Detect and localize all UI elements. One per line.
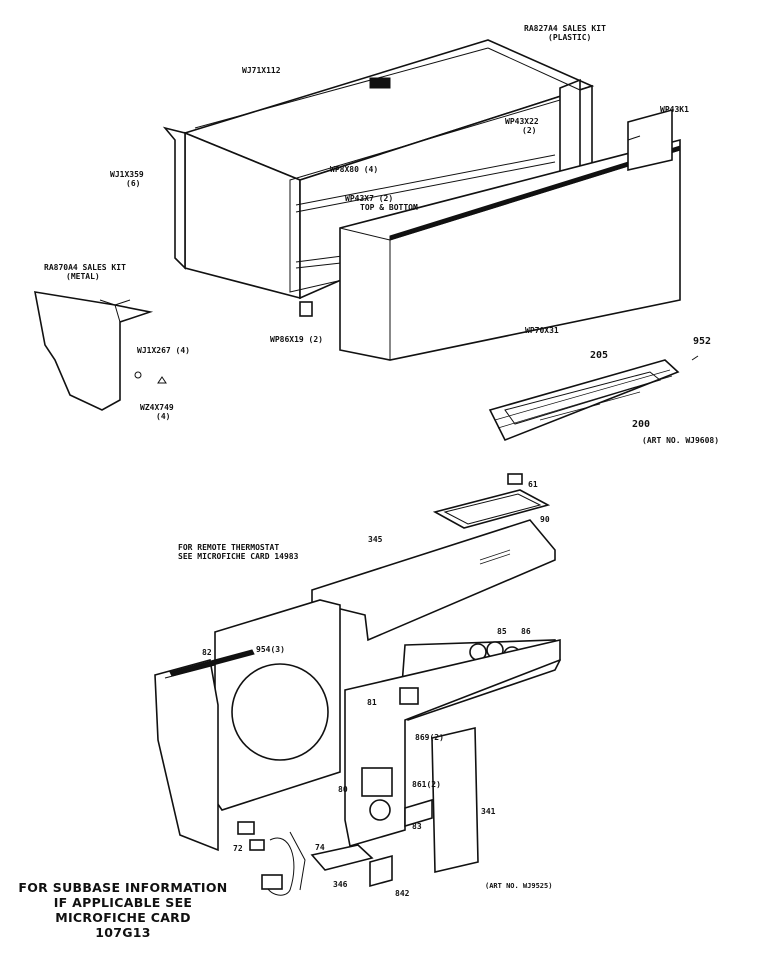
label-wp43x22: WP43X22 — [505, 117, 539, 126]
label-art-wj9608: (ART NO. WJ9608) — [642, 436, 720, 445]
label-81: 81 — [367, 698, 377, 707]
label-952: 952 — [693, 336, 712, 347]
label-wz4x749-qty: (4) — [156, 412, 171, 421]
label-art-wj9525: (ART NO. WJ9525) — [485, 882, 553, 890]
front-panel — [339, 108, 681, 361]
metal-sales-kit — [34, 291, 167, 411]
label-wp43x7: WP43X7 (2) — [345, 194, 394, 203]
label-wz4x749: WZ4X749 — [140, 403, 174, 412]
label-wp8x80: WP8X80 (4) — [330, 165, 379, 174]
label-82: 82 — [202, 648, 212, 657]
label-842: 842 — [395, 889, 410, 898]
label-wp43x22-qty: (2) — [522, 126, 537, 135]
clip — [299, 301, 313, 317]
label-ra827a4: RA827A4 SALES KIT — [524, 24, 606, 33]
label-remote-note-1: FOR REMOTE THERMOSTAT — [178, 543, 280, 552]
label-wp70x31: WP70X31 — [525, 326, 559, 335]
label-83: 83 — [412, 822, 422, 831]
label-wj1x267: WJ1X267 (4) — [137, 346, 190, 355]
label-341: 341 — [481, 807, 496, 816]
label-346: 346 — [333, 880, 348, 889]
label-345: 345 — [368, 535, 383, 544]
label-205: 205 — [590, 350, 609, 361]
label-ra870a4-sub: (METAL) — [66, 272, 100, 281]
label-80: 80 — [338, 785, 348, 794]
label-200: 200 — [632, 419, 651, 430]
label-85: 85 — [497, 627, 507, 636]
label-wj1x359: WJ1X359 — [110, 170, 144, 179]
label-ra827a4-sub: (PLASTIC) — [548, 33, 592, 42]
label-wp86x19: WP86X19 (2) — [270, 335, 323, 344]
subbase-note-line-4: 107G13 — [95, 925, 151, 940]
label-861: 861(2) — [412, 780, 441, 789]
label-wp43x7-sub: TOP & BOTTOM — [360, 203, 418, 212]
label-869: 869(2) — [415, 733, 444, 742]
label-86: 86 — [521, 627, 531, 636]
label-954: 954(3) — [256, 645, 285, 654]
subbase-note: FOR SUBBASE INFORMATION IF APPLICABLE SE… — [18, 880, 228, 940]
subbase-note-line-2: IF APPLICABLE SEE — [53, 895, 193, 910]
label-ra870a4: RA870A4 SALES KIT — [44, 263, 126, 272]
label-wj71x112: WJ71X112 — [242, 66, 281, 75]
label-90: 90 — [540, 515, 550, 524]
control-bracket — [488, 355, 699, 442]
subbase-note-line-1: FOR SUBBASE INFORMATION — [18, 880, 228, 895]
subbase-note-line-3: MICROFICHE CARD — [55, 910, 191, 925]
label-61: 61 — [528, 480, 538, 489]
label-74: 74 — [315, 843, 325, 852]
base-assembly — [154, 473, 561, 896]
label-remote-note-2: SEE MICROFICHE CARD 14983 — [178, 552, 299, 561]
label-wp43k1: WP43K1 — [660, 105, 689, 114]
label-wj1x359-qty: (6) — [126, 179, 141, 188]
label-72: 72 — [233, 844, 243, 853]
